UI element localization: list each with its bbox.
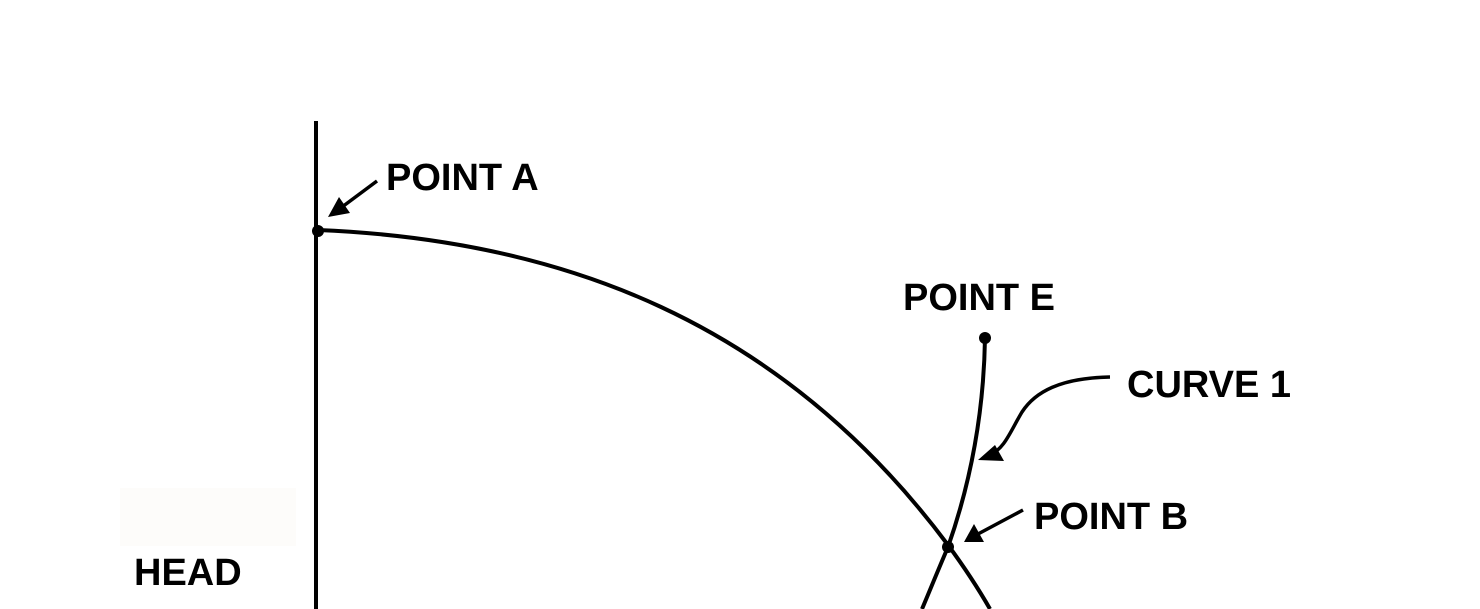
head-axis-label: HEAD [134, 552, 242, 594]
point-e-dot [979, 332, 991, 344]
curve-1-label: CURVE 1 [1127, 364, 1291, 406]
main-curve [317, 228, 992, 609]
point-a-label: POINT A [386, 157, 539, 199]
curve-1-arrowhead [978, 445, 1004, 461]
point-e-label: POINT E [903, 277, 1055, 319]
curve-1 [920, 337, 987, 609]
point-a-dot [312, 225, 324, 237]
point-b-label: POINT B [1034, 496, 1188, 538]
head-label-background [120, 488, 296, 546]
point-b-dot [942, 541, 954, 553]
point-a-arrowhead [328, 197, 350, 217]
point-b-leader [977, 508, 1024, 536]
curve-1-leader [989, 375, 1111, 457]
point-b-arrowhead [964, 524, 984, 542]
